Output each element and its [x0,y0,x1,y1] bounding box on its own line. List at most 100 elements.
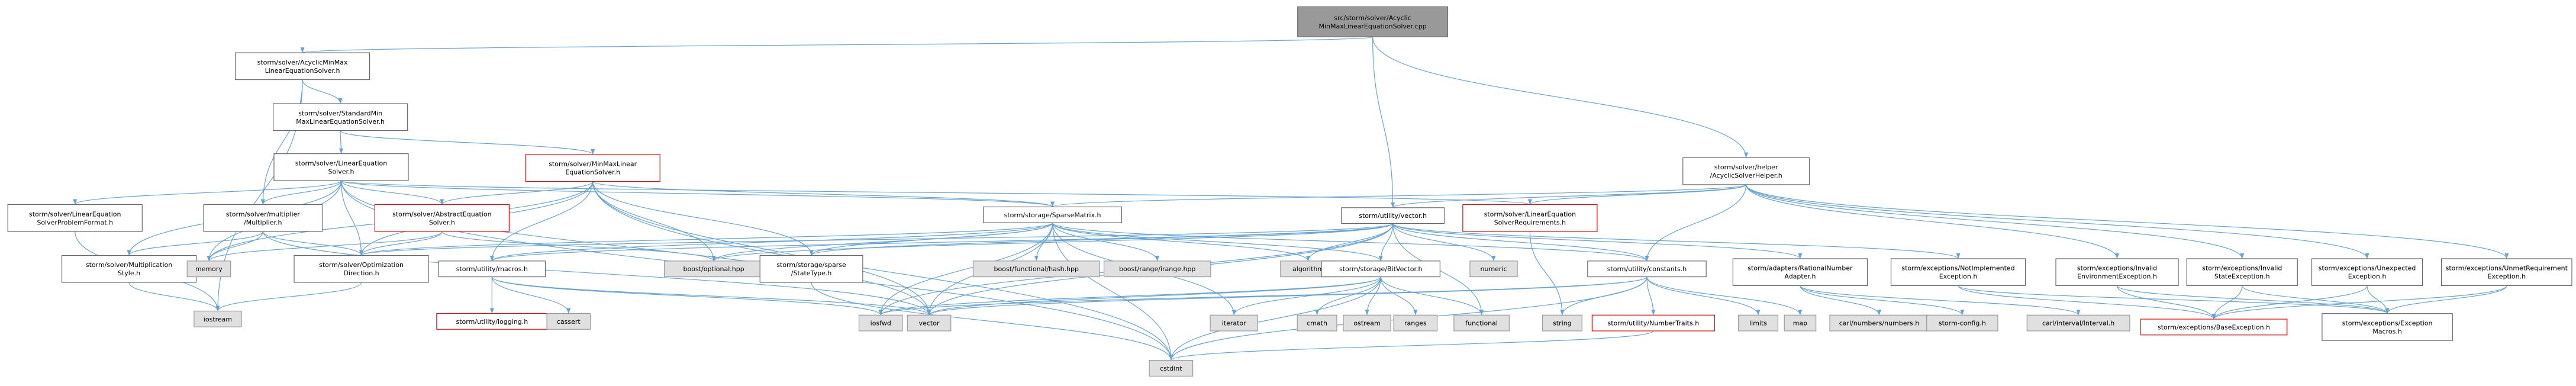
node-box [7,204,143,232]
node-bitvector-h[interactable]: storm/storage/BitVector.h [1321,260,1441,278]
edge-constants_h-to-map [1646,276,1803,316]
edge-vector_h-to-opt_dir_h [359,223,1394,256]
node-cstdint: cstdint [1149,360,1194,377]
edge-linear_eq_solver_h-to-sparse_matrix_h [340,180,1055,207]
edge-constants_h-to-number_traits_h [1646,276,1656,316]
node-box [2140,319,2288,336]
node-label: Style.h [118,269,140,277]
edge-sparse_matrix_h-to-boost_range [1052,223,1160,261]
node-label: Macros.h [2372,327,2402,335]
node-box [203,204,323,232]
node-label: storm/solver/multiplier [226,210,301,218]
node-label: iterator [1222,320,1246,327]
node-standard-minmax-h[interactable]: storm/solver/StandardMinMaxLinearEquatio… [273,103,408,131]
node-label: Solver.h [429,218,455,226]
node-box [1926,314,1998,332]
node-box [1321,260,1441,278]
edge-helper_h-to-sparse_matrix_h [1050,184,1747,208]
edge-helper_h-to-invalid_state_h [1746,184,2245,259]
node-label: limits [1749,320,1767,327]
edge-linear_eq_solver_h-to-multiplier_h [260,180,342,205]
node-base-exception-h[interactable]: storm/exceptions/BaseException.h [2140,319,2288,336]
node-state-type-h[interactable]: storm/storage/sparse/StateType.h [759,255,863,283]
node-logging-h[interactable]: storm/utility/logging.h [436,313,548,330]
node-box [1682,157,1810,185]
edge-constants_h-to-iosfwd [879,276,1648,316]
node-box [1732,258,1868,286]
edge-root-to-helper_h [1372,37,1749,158]
edge-standard_minmax_h-to-minmax_solver_h [340,130,595,155]
node-label: Direction.h [343,269,379,277]
dependency-edges [73,36,2509,361]
node-linear-eq-solver-h[interactable]: storm/solver/LinearEquationSolver.h [273,153,409,181]
edge-invalid_env_h-to-exception_macros_h [2116,285,2390,314]
node-box [61,255,197,283]
node-minmax-solver-h[interactable]: storm/solver/MinMaxLinearEquationSolver.… [525,154,660,182]
edge-minmax_solver_h-to-macros_h [489,181,594,261]
node-label: map [1793,320,1807,327]
node-helper-h[interactable]: storm/solver/helper/AcyclicSolverHelper.… [1682,157,1810,185]
node-label: algorithm [1292,265,1324,273]
node-unmet-req-h[interactable]: storm/exceptions/UnmetRequirementExcepti… [2441,258,2572,286]
node-label: EnvironmentException.h [2077,273,2157,281]
node-label: MinMaxLinearEquationSolver.cpp [1318,22,1426,30]
edge-sparse_matrix_h-to-constants_h [1052,222,1649,262]
edge-requirements_h-to-string [1529,231,1565,316]
edge-macros_h-to-cassert [491,276,571,314]
node-number-traits-h[interactable]: storm/utility/NumberTraits.h [1591,314,1715,332]
node-box [1738,314,1779,332]
node-problem-format-h[interactable]: storm/solver/LinearEquationSolverProblem… [7,204,143,232]
edge-sparse_matrix_h-to-cstdint [1052,223,1173,361]
edge-vector_h-to-numeric [1392,223,1496,261]
node-box [234,52,370,81]
node-box [759,255,863,283]
edge-helper_h-to-constants_h [1645,184,1747,261]
node-not-impl-h[interactable]: storm/exceptions/NotImplementedException… [1890,258,2026,286]
node-box [273,103,408,131]
node-label: iosfwd [871,320,891,327]
node-carl-numbers: carl/numbers/numbers.h [1829,314,1929,332]
node-label: storm/solver/StandardMin [298,110,382,117]
node-sparse-matrix-h[interactable]: storm/storage/SparseMatrix.h [983,206,1123,223]
node-root[interactable]: src/storm/solver/AcyclicMinMaxLinearEqua… [1297,6,1449,37]
edge-not_impl_h-to-base_exception_h [1958,285,2216,320]
edge-minmax_solver_h-to-boost_optional [592,181,716,261]
edge-bitvector_h-to-vector [927,276,1381,316]
node-vector-h[interactable]: storm/utility/vector.h [1341,207,1445,224]
node-requirements-h[interactable]: storm/solver/LinearEquationSolverRequire… [1462,204,1598,232]
edge-rational_h-to-carl_numbers [1800,285,1881,316]
node-carl-interval: carl/interval/Interval.h [2026,314,2130,332]
node-acyclic-minmax-h[interactable]: storm/solver/AcyclicMinMaxLinearEquation… [234,52,370,81]
node-invalid-env-h[interactable]: storm/exceptions/InvalidEnvironmentExcep… [2055,258,2179,286]
node-label: string [1553,320,1572,327]
node-box [1297,314,1337,332]
edge-acyclic_minmax_h-to-multiplier_h [260,79,303,205]
edge-standard_minmax_h-to-linear_eq_solver_h [338,130,343,154]
node-constants-h[interactable]: storm/utility/constants.h [1587,260,1707,278]
node-box [1784,314,1817,332]
node-boost-hash: boost/functional/hash.hpp [972,260,1100,278]
node-label: cassert [557,318,581,326]
node-box [2441,258,2572,286]
node-macros-h[interactable]: storm/utility/macros.h [438,260,546,278]
edge-acyclic_minmax_h-to-standard_minmax_h [302,79,343,104]
edge-linear_eq_solver_h-to-problem_format_h [73,180,342,205]
edge-constants_h-to-limits [1646,276,1761,316]
edge-helper_h-to-unmet_req_h [1746,184,2509,259]
node-box [2322,313,2453,341]
edge-sparse_matrix_h-to-opt_dir_h [359,222,1053,256]
node-label: Exception.h [2348,273,2387,281]
node-multiplier-h[interactable]: storm/solver/multiplier/Multiplier.h [203,204,323,232]
edge-sparse_matrix_h-to-algorithm [1052,222,1310,262]
node-iostream: iostream [194,310,242,327]
node-label: storm/exceptions/Unexpected [2319,265,2416,272]
node-box [546,313,591,330]
node-cassert: cassert [546,313,591,330]
